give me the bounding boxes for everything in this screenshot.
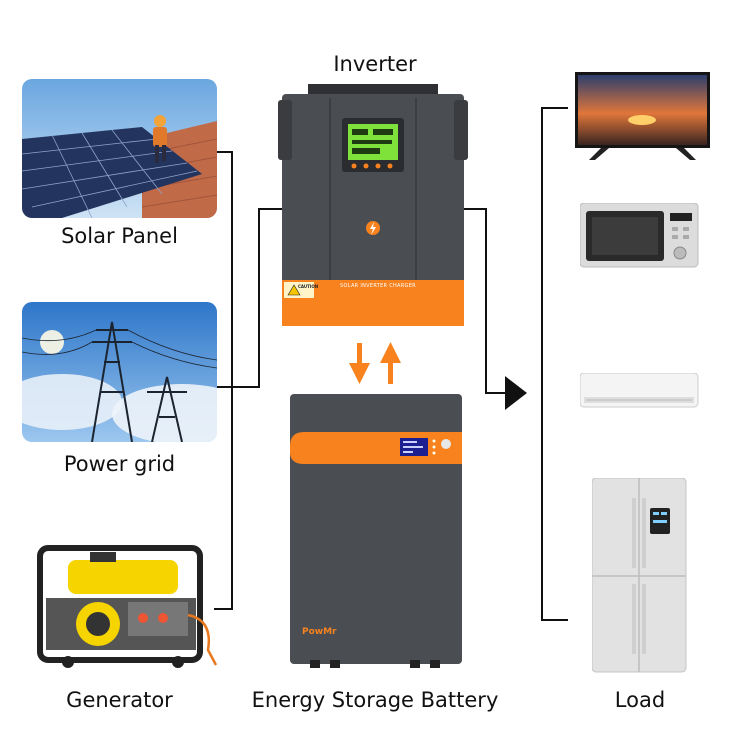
battery-label: Energy Storage Battery (251, 688, 499, 712)
wire-load-bus (541, 107, 568, 621)
battery-brand: PowMr (302, 627, 337, 637)
inverter-caution-text: CAUTION (298, 284, 319, 289)
load-tv (575, 72, 710, 162)
solar-panel-icon (22, 79, 217, 218)
air-conditioner-icon (579, 372, 699, 408)
power-grid-label: Power grid (63, 452, 176, 476)
load-air-conditioner (579, 372, 700, 411)
charge-discharge-arrows (349, 342, 401, 384)
generator-image (28, 540, 223, 670)
refrigerator-icon (591, 477, 687, 673)
tv-icon (575, 72, 710, 160)
arrow-up-icon (380, 342, 401, 363)
arrow-down-icon (349, 363, 370, 384)
solar-panel-label: Solar Panel (61, 224, 178, 248)
solar-panel-photo (22, 79, 217, 218)
load-label: Load (614, 688, 666, 712)
generator-icon (37, 545, 218, 668)
load-refrigerator (591, 477, 688, 674)
inverter-unit: SOLAR INVERTER CHARGER CAUTION (278, 84, 468, 336)
power-grid-icon (22, 302, 217, 442)
battery-icon (290, 394, 462, 668)
load-arrow-icon (505, 376, 527, 410)
battery-unit: PowMr (290, 394, 462, 670)
wire-sources-bus (214, 151, 233, 610)
wire-bus-to-inverter (232, 208, 285, 388)
inverter-sticker-text: SOLAR INVERTER CHARGER (340, 283, 416, 289)
load-microwave (579, 202, 700, 271)
wire-inverter-to-load (462, 208, 507, 394)
inverter-label: Inverter (333, 52, 417, 76)
inverter-icon (278, 84, 468, 326)
power-grid-photo (22, 302, 217, 442)
microwave-icon (579, 202, 699, 268)
generator-label: Generator (66, 688, 173, 712)
